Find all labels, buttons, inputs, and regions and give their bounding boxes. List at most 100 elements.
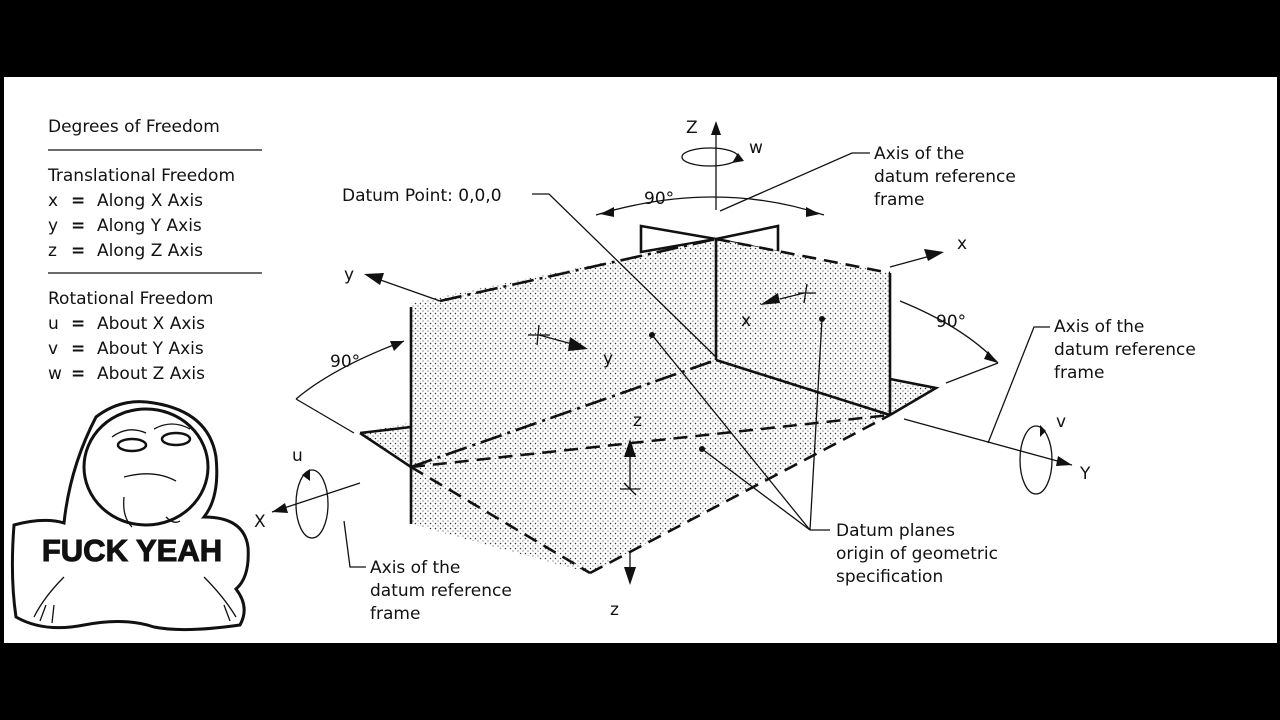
dir-y-mid-label: y [603,349,613,369]
axis-z-label: Z [686,118,698,138]
arrowhead [924,249,944,261]
legend-eq: = [71,339,85,359]
rot-v-label: v [1056,412,1066,432]
dir-y-mid [538,334,573,345]
datum-planes-line: origin of geometric [836,544,998,564]
rot-w-label: w [749,138,763,158]
angle-label-top: 90° [644,189,674,209]
arrowhead [624,567,636,585]
datum-point-label: Datum Point: 0,0,0 [342,186,502,206]
rotation-w [681,147,739,167]
dir-x-mid-label: x [741,311,751,331]
angle-arc-left [295,340,405,400]
angle-arc-right [899,300,999,364]
datum-planes [359,224,940,575]
axis-right-leader [987,326,1050,444]
datum-planes-leader [651,334,811,531]
dir-y-top-label: y [344,265,354,285]
meme-sticker: FUCK YEAH [10,400,250,632]
axis-label-bottom-line: datum reference [370,581,512,601]
direction-arrows: y x x y z [344,234,967,620]
legend-sym: w [48,364,62,384]
datum-plane-dot [699,446,705,452]
arrowhead [272,503,288,513]
legend-desc: Along Z Axis [97,241,203,261]
legend-desc: Along Y Axis [97,216,202,236]
datum-reference-frame-diagram: Degrees of Freedom Translational Freedom… [10,117,1196,632]
legend-desc: About Y Axis [97,339,204,359]
legend-sym: x [48,191,58,211]
axis-x-label: X [254,512,266,532]
plane-edge [439,237,717,303]
legend-sym: v [48,339,58,359]
plane-edge [410,358,717,469]
datum-plane-dot [649,332,655,338]
legend-sym: z [48,241,57,261]
arrowhead [806,207,820,217]
plane-edge [359,425,412,435]
plane-edge [359,431,412,469]
legend-eq: = [71,216,85,236]
arrowhead [711,121,721,135]
axis-x [271,482,361,513]
plane-edge [889,377,940,417]
legend-eq: = [71,191,85,211]
rotation-u [295,469,329,539]
origin-cross [623,482,637,496]
rot-u-label: u [292,446,303,466]
dir-x-top-label: x [957,234,967,254]
axis-label-right-line: datum reference [1054,340,1196,360]
meme-eye [116,437,148,453]
origin-cross [536,324,540,346]
datum-planes-line: specification [836,567,943,587]
axis-top-leader [719,152,870,212]
datum-plane-dot [819,316,825,322]
legend-sym: u [48,314,59,334]
arrowhead [568,337,588,351]
dir-x-mid [779,292,805,300]
diagram-panel: Degrees of Freedom Translational Freedom… [4,77,1277,643]
angle-markers: 90° 90° 90° [295,189,999,434]
arrowhead [984,351,998,363]
plane-top-flap [639,224,717,254]
plane-edge [715,358,891,417]
dir-z-bottom-label: z [610,600,619,620]
angle-label-right: 90° [936,312,966,332]
legend-desc: About X Axis [97,314,205,334]
axis-label-bottom-line: Axis of the [370,558,460,578]
datum-planes-line: Datum planes [836,521,955,541]
arrowhead [390,341,404,351]
angle-leader [945,362,999,384]
translational-title: Translational Freedom [47,166,235,186]
legend-title: Degrees of Freedom [48,117,220,137]
axis-label-right-line: frame [1054,363,1104,383]
legend-desc: Along X Axis [97,191,203,211]
arrowhead [760,293,780,305]
axis-bottom-leader [343,520,366,568]
arrowhead [302,469,310,481]
plane-edge [410,413,891,469]
arrowhead [364,273,384,285]
rotation-v [1019,425,1053,495]
plane-edge [589,413,891,575]
origin-cross [803,283,808,304]
callouts: Datum Point: 0,0,0 Axis of the datum ref… [342,144,1196,624]
axis-label-right-line: Axis of the [1054,317,1144,337]
axis-label-top-line: datum reference [874,167,1016,187]
angle-label-left: 90° [330,352,360,372]
axis-label-top-line: Axis of the [874,144,964,164]
legend-eq: = [71,241,85,261]
arrowhead [1056,456,1072,466]
datum-point-leader [532,193,717,358]
meme-hands [33,576,237,624]
datum-planes-leader [809,318,823,531]
legend-eq: = [71,364,85,384]
dir-y-top [371,276,441,302]
rotation-symbols: w u v [292,138,1066,539]
arrowhead [600,207,614,217]
rotational-title: Rotational Freedom [48,289,213,309]
plane-edge [410,465,591,575]
meme-mouth [123,473,177,482]
dir-z-mid-label: z [633,411,642,431]
meme-brow [111,423,191,438]
